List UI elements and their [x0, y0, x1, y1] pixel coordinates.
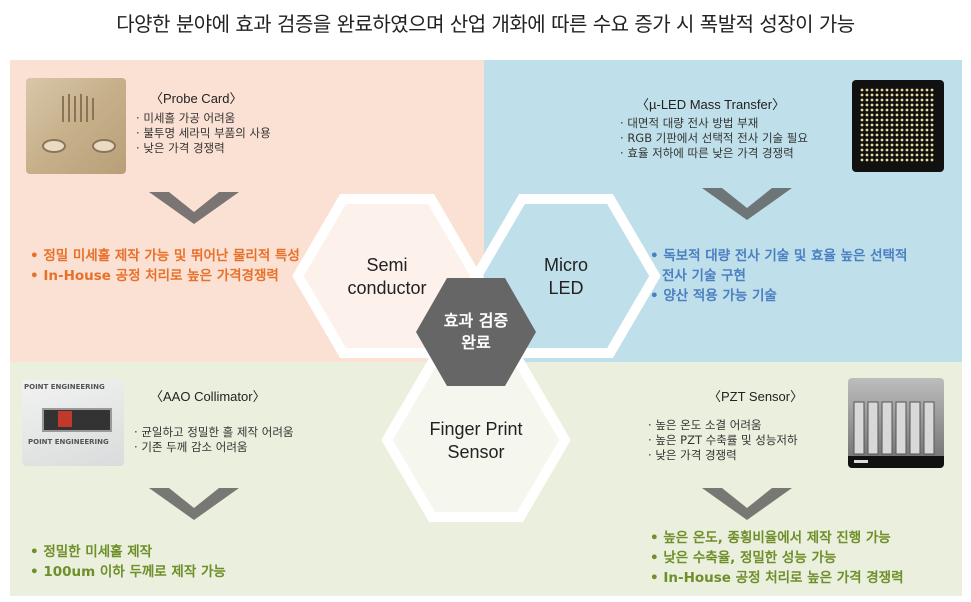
list-item: 낮은 가격 경쟁력 [648, 448, 798, 463]
aao-collimator-issues: 균일하고 정밀한 홀 제작 어려움 기존 두께 감소 어려움 [134, 425, 293, 455]
hex-semiconductor-label: Semi conductor [337, 254, 437, 300]
photo-text: POINT ENGINEERING [28, 438, 109, 446]
hex-label-line: conductor [347, 278, 427, 298]
probe-card-photo [26, 78, 126, 174]
page-title: 다양한 분야에 효과 검증을 완료하였으며 산업 개화에 따른 수요 증가 시 … [116, 12, 855, 36]
chevron-down-icon [149, 192, 239, 224]
hex-micro-led-label: Micro LED [516, 254, 616, 300]
list-item: 높은 온도 소결 어려움 [648, 418, 798, 433]
hex-label-line: LED [548, 278, 584, 298]
list-item: 효율 저하에 따른 낮은 가격 경쟁력 [620, 146, 808, 161]
aao-collimator-results: 정밀한 미세홀 제작 100um 이하 두께로 제작 가능 [30, 542, 226, 582]
chevron-down-icon [149, 488, 239, 520]
list-item: 대면적 대량 전사 방법 부재 [620, 116, 808, 131]
aao-collimator-photo: POINT ENGINEERING POINT ENGINEERING [22, 380, 124, 466]
probe-card-title: 〈Probe Card〉 [150, 91, 243, 106]
list-item: 양산 적용 가능 기술 [650, 286, 907, 306]
hex-label-line: Semi [366, 255, 408, 275]
pzt-sensor-issues: 높은 온도 소결 어려움 높은 PZT 수축률 및 성능저하 낮은 가격 경쟁력 [648, 418, 798, 463]
list-item: 100um 이하 두께로 제작 가능 [30, 562, 225, 582]
photo-text: POINT ENGINEERING [24, 383, 105, 391]
probe-card-issues: 미세홀 가공 어려움 불투명 세라믹 부품의 사용 낮은 가격 경쟁력 [136, 111, 271, 156]
list-item: 균일하고 정밀한 홀 제작 어려움 [134, 425, 293, 440]
hex-label-line: 완료 [461, 333, 491, 352]
list-item: 낮은 수축율, 정밀한 성능 가능 [650, 548, 904, 568]
hex-label-line: 효과 검증 [443, 311, 509, 330]
micro-led-title: 〈µ-LED Mass Transfer〉 [636, 97, 786, 112]
pzt-sensor-title: 〈PZT Sensor〉 [708, 389, 804, 404]
aao-collimator-title: 〈AAO Collimator〉 [150, 389, 266, 404]
chevron-down-icon [702, 488, 792, 520]
list-item: 기존 두께 감소 어려움 [134, 440, 293, 455]
micro-led-results: 독보적 대량 전사 기술 및 효율 높은 선택적 전사 기술 구현 양산 적용 … [650, 246, 907, 306]
pzt-sensor-sem-photo [848, 378, 944, 468]
pzt-sensor-results: 높은 온도, 종횡비율에서 제작 진행 가능 낮은 수축율, 정밀한 성능 가능… [650, 528, 904, 588]
hex-label-line: Finger Print [429, 419, 523, 439]
list-item: 높은 PZT 수축률 및 성능저하 [648, 433, 797, 448]
hex-center-label: 효과 검증 완료 [426, 310, 526, 354]
micro-led-issues: 대면적 대량 전사 방법 부재 RGB 기판에서 선택적 전사 기술 필요 효율… [620, 116, 808, 161]
list-item: In-House 공정 처리로 높은 가격 경쟁력 [650, 568, 903, 588]
list-item: 높은 온도, 종횡비율에서 제작 진행 가능 [650, 528, 904, 548]
list-item: 독보적 대량 전사 기술 및 효율 높은 선택적 [650, 246, 907, 266]
list-item: RGB 기판에서 선택적 전사 기술 필요 [620, 131, 808, 146]
list-item: 미세홀 가공 어려움 [136, 111, 271, 126]
list-item: 정밀한 미세홀 제작 [30, 542, 226, 562]
list-item: 낮은 가격 경쟁력 [136, 141, 271, 156]
list-item: In-House 공정 처리로 높은 가격경쟁력 [30, 266, 300, 286]
hex-finger-print-label: Finger Print Sensor [416, 418, 536, 464]
hex-label-line: Sensor [447, 442, 505, 462]
probe-card-results: 정밀 미세홀 제작 가능 및 뛰어난 물리적 특성 In-House 공정 처리… [30, 246, 300, 286]
list-item: 정밀 미세홀 제작 가능 및 뛰어난 물리적 특성 [30, 246, 299, 266]
micro-led-array-photo [852, 80, 944, 172]
list-item: 불투명 세라믹 부품의 사용 [136, 126, 270, 141]
list-item: 전사 기술 구현 [662, 268, 746, 284]
hex-label-line: Micro [544, 255, 588, 275]
chevron-down-icon [702, 188, 792, 220]
